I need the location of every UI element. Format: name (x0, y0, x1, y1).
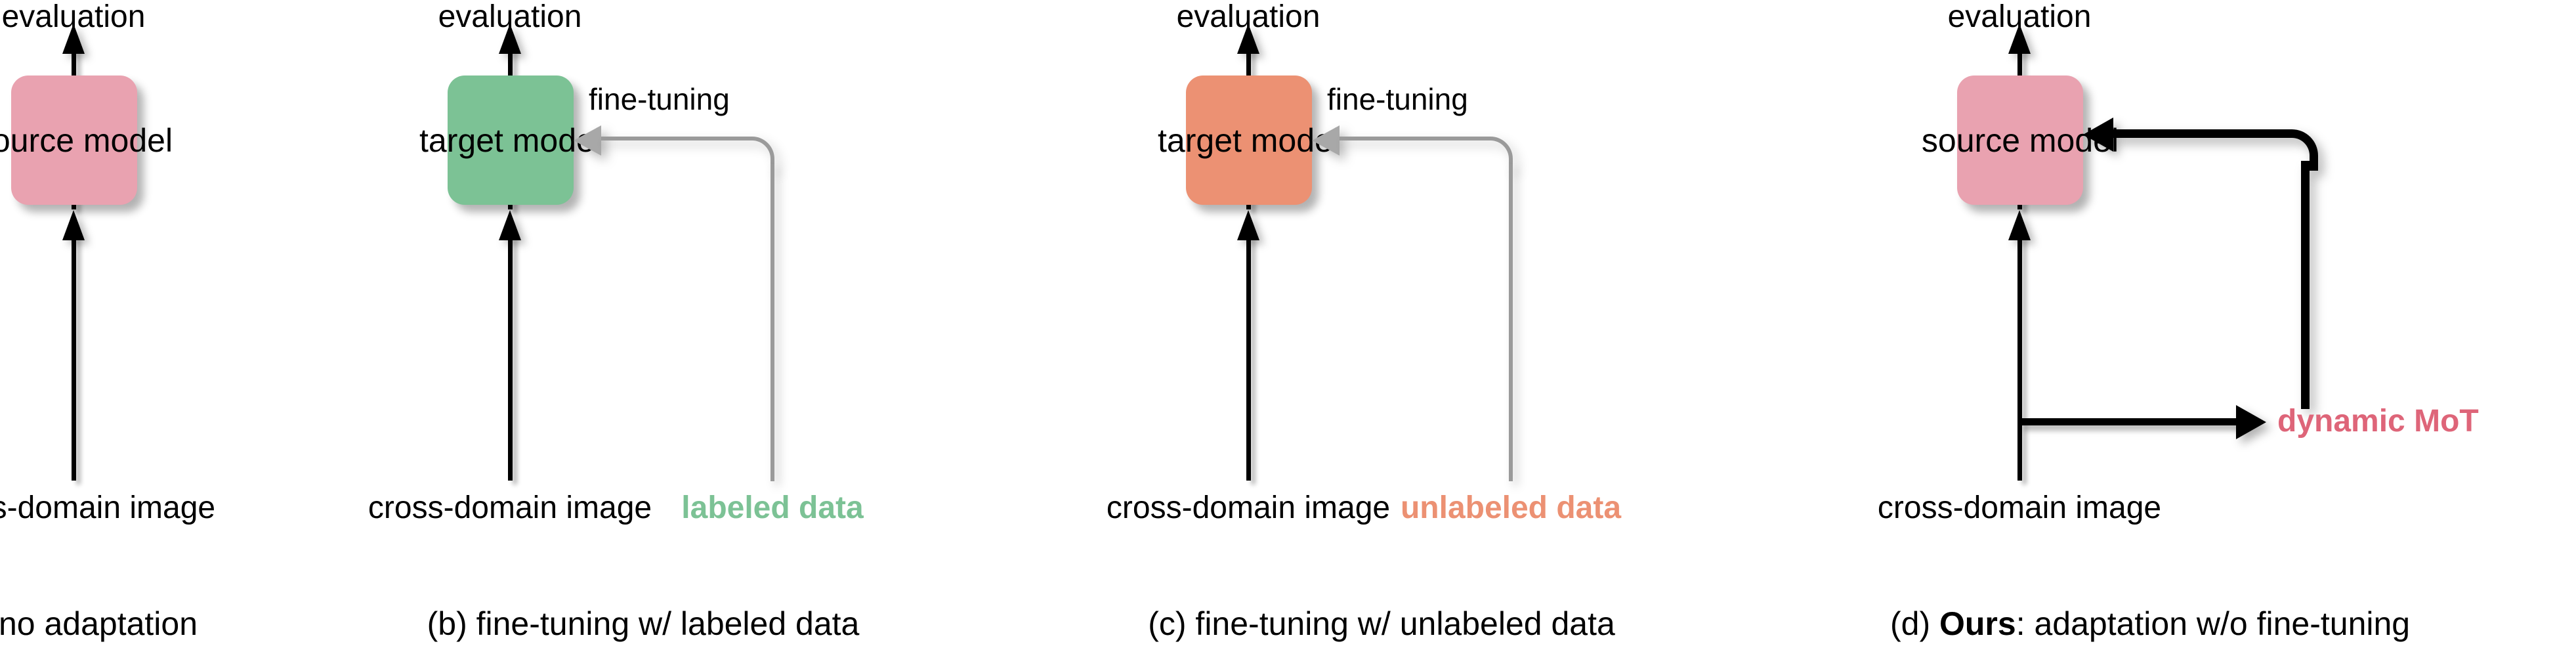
panel-a: evaluation source model cross-domain ima… (0, 0, 368, 648)
input-label-c: cross-domain image (1106, 490, 1391, 525)
target-model-box-label-b: target model (419, 121, 602, 159)
caption-a: (a) no adaptation (0, 607, 198, 640)
input-arrow-shaft-a (72, 235, 76, 481)
finetune-label-b: fine-tuning (589, 82, 730, 116)
mot-input-arrowhead-d (2236, 405, 2266, 439)
input-label-d: cross-domain image (1877, 490, 2162, 525)
input-arrow-shaft-b (508, 235, 513, 481)
unlabeled-data-label-c: unlabeled data (1400, 490, 1622, 525)
caption-rest-b: fine-tuning w/ labeled data (476, 605, 860, 642)
input-label-a: cross-domain image (0, 490, 216, 525)
input-label-b: cross-domain image (368, 490, 652, 525)
caption-c: (c) fine-tuning w/ unlabeled data (1148, 607, 1615, 640)
finetune-arrowhead-c (1312, 125, 1340, 156)
caption-prefix-b: (b) (427, 605, 476, 642)
finetune-arrowhead-b (574, 125, 601, 156)
finetune-stem-b (771, 164, 774, 481)
finetune-label-c: fine-tuning (1327, 82, 1468, 116)
caption-prefix-c: (c) (1148, 605, 1196, 642)
finetune-elbow-b (601, 137, 774, 169)
target-model-box-label-c: target model (1158, 121, 1340, 159)
source-model-box-a: source model (0, 76, 173, 205)
target-model-box-b: target model (419, 76, 602, 205)
panel-d: evaluation source model cross-domain ima… (1878, 0, 2576, 648)
caption-rest-d: : adaptation w/o fine-tuning (2016, 605, 2411, 642)
caption-prefix-d: (d) (1890, 605, 1939, 642)
target-model-box-c: target model (1158, 76, 1340, 205)
mot-feedback-stem-d (2301, 161, 2310, 409)
panel-b: evaluation target model cross-domain ima… (368, 0, 1116, 648)
caption-rest-a: no adaptation (0, 605, 198, 642)
caption-b: (b) fine-tuning w/ labeled data (427, 607, 860, 640)
finetune-elbow-c (1340, 137, 1513, 169)
source-model-box-label-a: source model (0, 121, 173, 159)
mot-feedback-arrowhead-d (2083, 118, 2113, 152)
labeled-data-label-b: labeled data (681, 490, 864, 525)
mot-input-arrow-shaft-d (2019, 418, 2236, 425)
panel-c: evaluation target model cross-domain ima… (1107, 0, 1854, 648)
source-model-box-d: source model (1922, 76, 2119, 205)
input-arrow-shaft-d (2017, 235, 2022, 481)
mot-feedback-elbow-d (2113, 129, 2318, 171)
input-arrow-shaft-c (1246, 235, 1251, 481)
caption-bold-d: Ours (1939, 605, 2016, 642)
finetune-stem-c (1509, 164, 1513, 481)
caption-rest-c: fine-tuning w/ unlabeled data (1195, 605, 1615, 642)
caption-d: (d) Ours: adaptation w/o fine-tuning (1890, 607, 2410, 640)
dynamic-mot-label-d: dynamic MoT (2277, 404, 2479, 439)
